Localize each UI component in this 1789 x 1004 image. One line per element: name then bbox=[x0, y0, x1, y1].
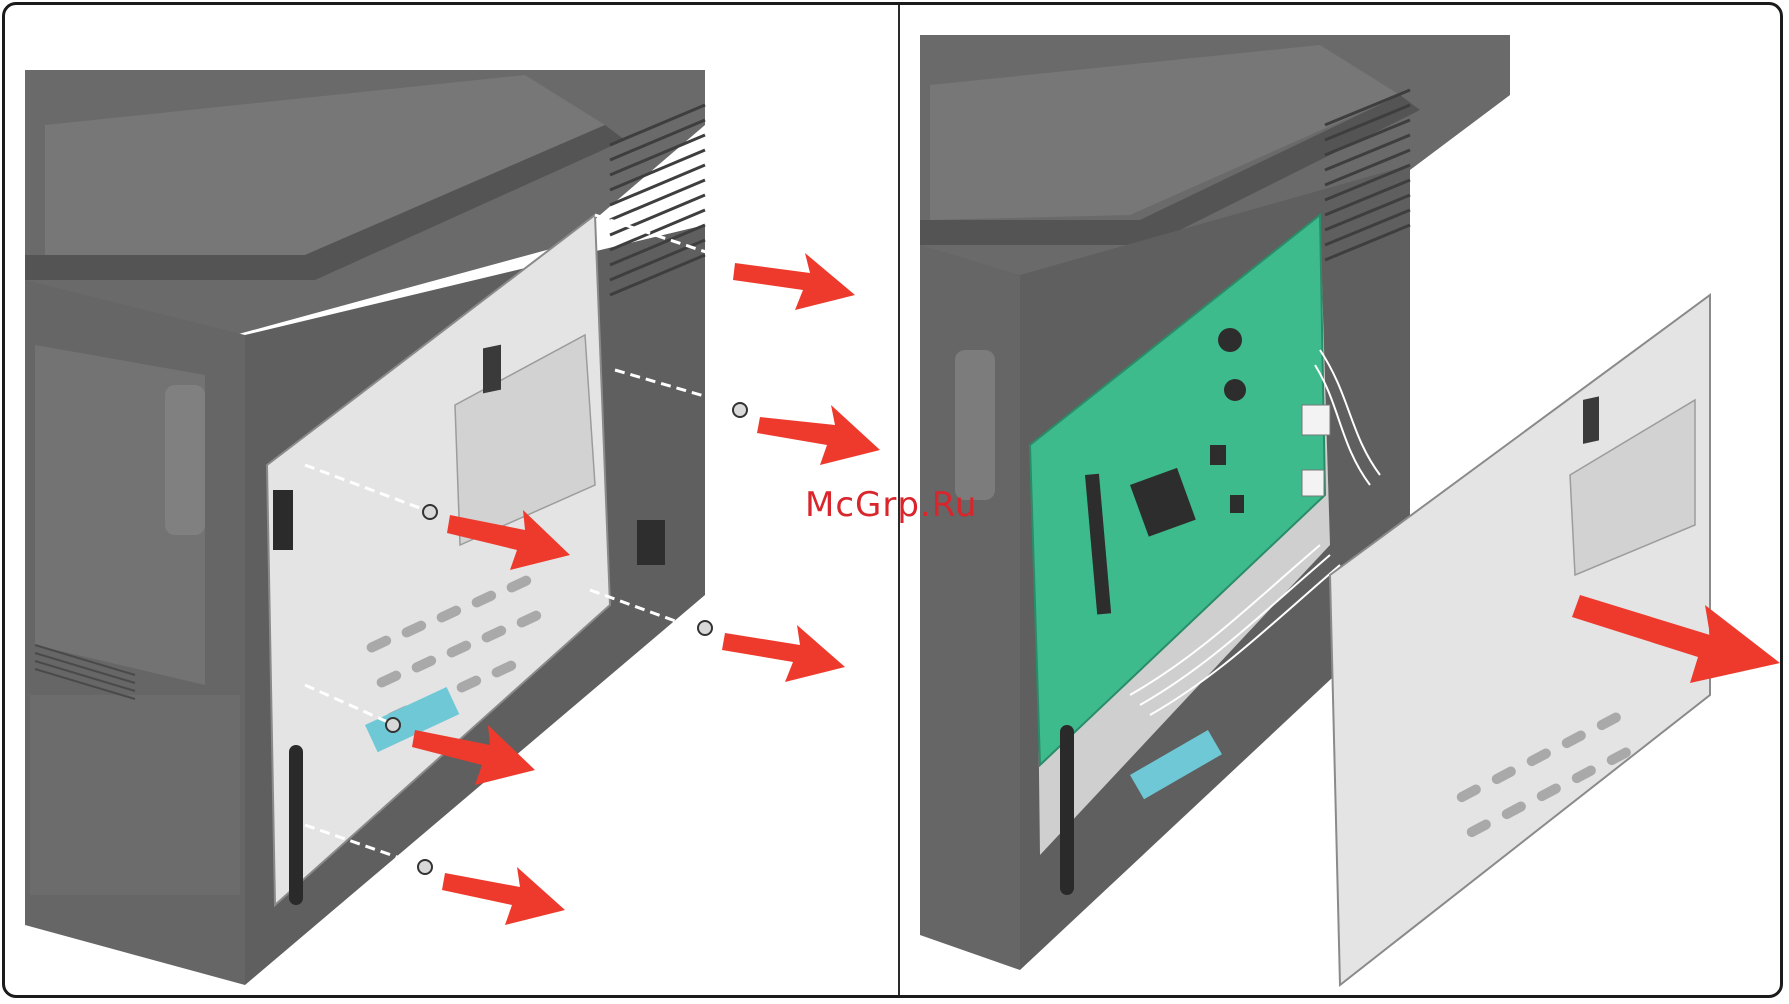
board-capacitor bbox=[1224, 379, 1246, 401]
antenna bbox=[289, 745, 303, 905]
board-connector-white bbox=[1302, 470, 1324, 496]
panel-remove-cover bbox=[900, 5, 1783, 998]
removed-cover-label bbox=[1583, 396, 1599, 443]
board-chip bbox=[1230, 495, 1244, 513]
rear-port-left bbox=[273, 490, 293, 550]
board-chip bbox=[1210, 445, 1226, 465]
watermark-text: McGrp.Ru bbox=[805, 485, 977, 525]
antenna bbox=[1060, 725, 1074, 895]
board-connector-white bbox=[1302, 405, 1330, 435]
printer-side-lower bbox=[30, 695, 240, 895]
printer-board-exposed-illustration bbox=[900, 5, 1783, 998]
printer-side-handle bbox=[165, 385, 205, 535]
panel-remove-screws bbox=[5, 5, 898, 998]
power-socket bbox=[637, 520, 665, 565]
board-capacitor bbox=[1218, 328, 1242, 352]
printer-side-handle bbox=[955, 350, 995, 500]
printer-rear-screws-illustration bbox=[5, 5, 898, 998]
cover-plate-label bbox=[483, 345, 501, 394]
